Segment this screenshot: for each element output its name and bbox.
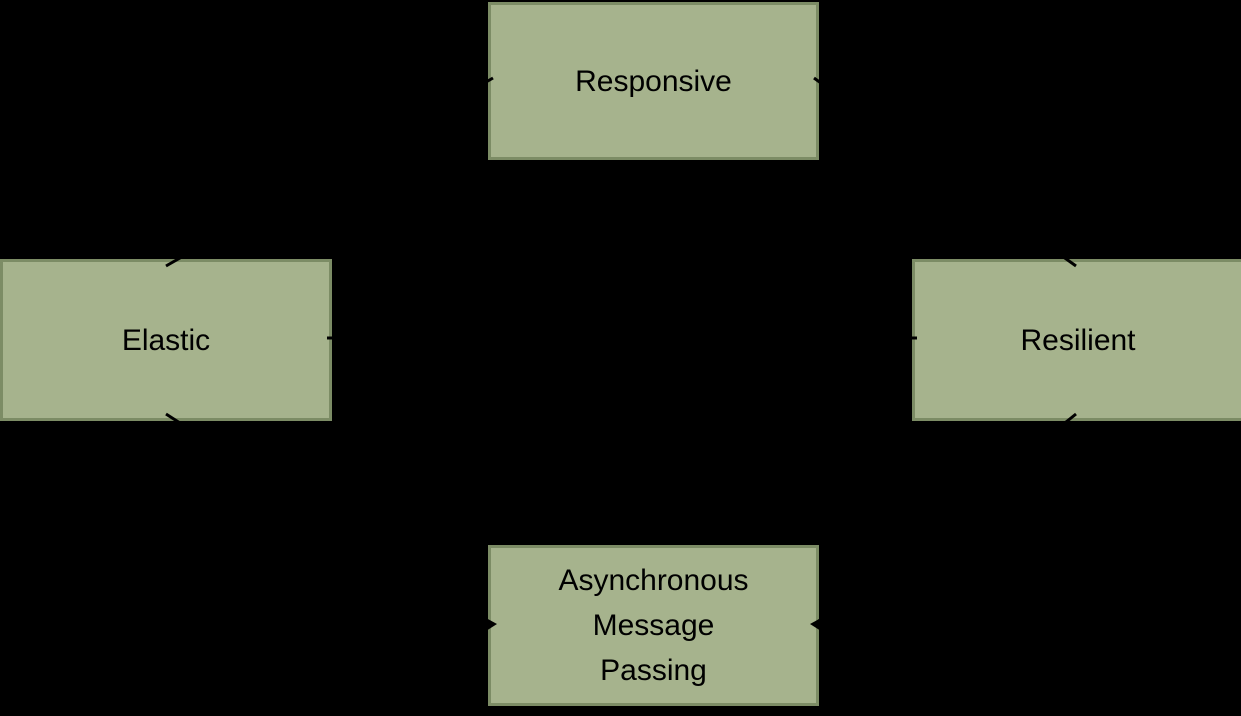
node-responsive: Responsive (488, 2, 819, 160)
node-resilient: Resilient (912, 259, 1241, 421)
node-async-message-passing-label: Asynchronous Message Passing (558, 564, 749, 687)
node-resilient-label: Resilient (1020, 323, 1136, 357)
node-elastic: Elastic (0, 259, 332, 421)
connector-elastic-to-responsive (165, 76, 494, 268)
node-async-message-passing: Asynchronous Message Passing (488, 545, 819, 706)
node-responsive-label: Responsive (575, 64, 732, 98)
connector-elastic-to-async (165, 412, 493, 626)
node-elastic-label: Elastic (121, 323, 211, 357)
connector-resilient-to-responsive (813, 76, 1077, 268)
connector-resilient-to-async (814, 412, 1077, 626)
